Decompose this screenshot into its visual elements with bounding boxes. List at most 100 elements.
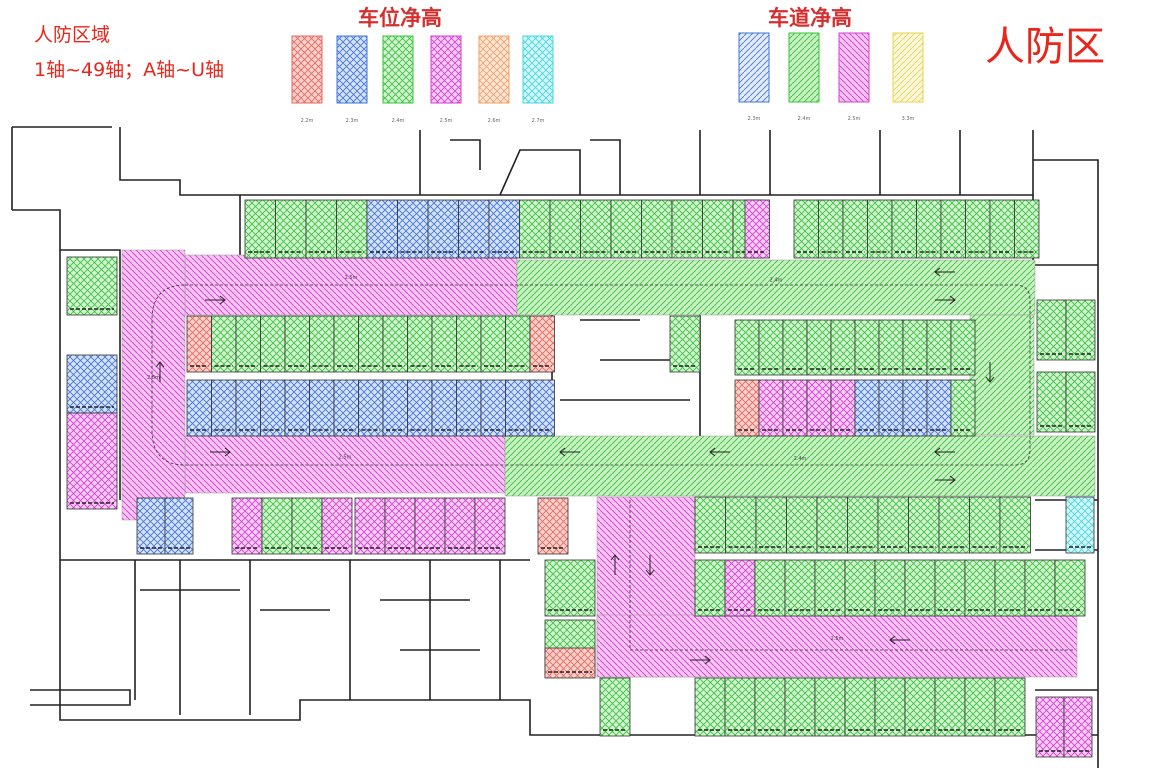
parking-stall <box>969 496 1001 554</box>
parking-stall <box>784 677 816 737</box>
parking-stall <box>724 559 756 617</box>
parking-stall <box>186 315 212 373</box>
parking-stall <box>275 199 307 259</box>
legend-space-label: 2.5m <box>440 118 453 124</box>
parking-stall <box>904 677 936 737</box>
legend-space-label: 2.7m <box>532 118 545 124</box>
aisle-height-label: 2.4m <box>770 278 783 284</box>
legend-space-label: 2.2m <box>301 118 314 124</box>
parking-stall <box>842 199 868 259</box>
direction-arrow <box>934 447 955 457</box>
parking-stall <box>235 315 261 373</box>
parking-stall <box>669 315 701 373</box>
parking-stall <box>999 496 1031 554</box>
parking-stall <box>934 677 966 737</box>
parking-stall <box>480 379 506 437</box>
parking-stall <box>1065 299 1096 361</box>
parking-stall <box>382 315 408 373</box>
traffic-arrows <box>155 267 995 665</box>
aisle-zone <box>184 435 506 494</box>
parking-stall <box>818 199 844 259</box>
parking-stall <box>671 199 703 259</box>
parking-stall <box>66 412 118 510</box>
parking-stall <box>694 496 726 554</box>
zone-title: 人防区 <box>985 24 1105 70</box>
direction-arrow <box>210 447 231 457</box>
parking-stall <box>908 496 940 554</box>
parking-stall <box>725 496 757 554</box>
direction-arrow <box>934 267 955 277</box>
legend-aisle-height-title: 车道净高 <box>768 6 852 30</box>
parking-stall <box>305 199 337 259</box>
parking-stall <box>1024 559 1056 617</box>
parking-stall <box>458 199 490 259</box>
parking-stall <box>164 497 194 555</box>
parking-stall <box>694 677 726 737</box>
legend-space-height-title: 车位净高 <box>358 6 442 30</box>
aisle-zone <box>969 314 1035 436</box>
parking-stall <box>816 496 848 554</box>
legend-space-label: 2.6m <box>488 118 501 124</box>
parking-stall <box>934 559 966 617</box>
parking-stall <box>427 199 459 259</box>
parking-stall <box>989 199 1015 259</box>
parking-stall <box>1065 496 1095 554</box>
parking-stall <box>580 199 612 259</box>
parking-stall <box>284 379 310 437</box>
parking-stall <box>211 379 237 437</box>
parking-stall <box>793 199 819 259</box>
parking-stall <box>66 354 118 414</box>
aisle-height-label: 2.5m <box>147 375 160 381</box>
direction-arrow <box>709 447 730 457</box>
parking-stall <box>754 559 786 617</box>
parking-stall <box>734 379 760 437</box>
parking-stall <box>321 497 353 555</box>
parking-stall <box>641 199 673 259</box>
parking-stall <box>519 199 551 259</box>
parking-stall <box>994 559 1026 617</box>
parking-stall <box>916 199 942 259</box>
parking-stall <box>806 379 832 437</box>
parking-stall <box>902 319 928 376</box>
aisle-height-label: 2.5m <box>345 275 358 281</box>
parking-stall <box>333 379 359 437</box>
parking-stall <box>830 379 856 437</box>
parking-stall <box>244 199 276 259</box>
parking-stall <box>754 677 786 737</box>
parking-stall <box>186 379 212 437</box>
lane-centerline <box>629 500 1075 651</box>
parking-stall <box>1065 371 1096 433</box>
parking-stall <box>529 315 555 373</box>
parking-stall <box>358 379 384 437</box>
parking-stall <box>694 559 726 617</box>
parking-stall <box>456 315 482 373</box>
parking-stall <box>964 677 996 737</box>
parking-stall <box>407 315 433 373</box>
parking-stall <box>964 559 996 617</box>
parking-stall <box>261 497 293 555</box>
parking-stall <box>874 559 906 617</box>
parking-stall <box>66 256 118 316</box>
parking-stall <box>755 496 787 554</box>
parking-stall <box>480 315 506 373</box>
legend-aisle-swatch <box>738 32 770 103</box>
parking-stall <box>874 677 906 737</box>
aisle-zone <box>121 249 186 521</box>
parking-stall <box>814 559 846 617</box>
legend-space-swatch <box>291 35 323 104</box>
parking-stalls <box>66 199 1096 758</box>
direction-arrow <box>155 361 165 382</box>
parking-stall <box>456 379 482 437</box>
direction-arrow <box>559 447 580 457</box>
parking-stall <box>830 319 856 376</box>
parking-stall <box>847 496 879 554</box>
legend-space-swatch <box>430 35 462 104</box>
parking-stall <box>786 496 818 554</box>
parking-stall <box>1014 199 1040 259</box>
parking-stall <box>758 379 784 437</box>
parking-stall <box>544 647 596 679</box>
parking-stall <box>965 199 991 259</box>
parking-stall <box>366 199 398 259</box>
